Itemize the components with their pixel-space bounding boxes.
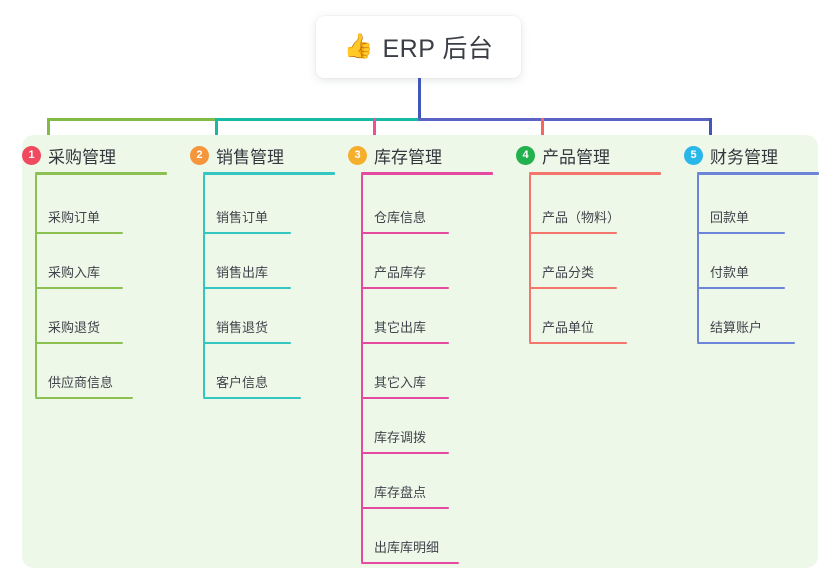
leaf-node-label: 仓库信息: [374, 210, 427, 225]
leaf-node-rule: [529, 287, 617, 289]
leaf-node-label: 销售出库: [216, 265, 269, 280]
leaf-node-rule: [203, 397, 301, 399]
connector-bus-right: [417, 118, 712, 121]
leaf-node-label: 产品库存: [374, 265, 427, 280]
leaf-node-label: 产品单位: [542, 320, 595, 335]
connector-bus-mid: [214, 118, 421, 121]
leaf-node-label: 产品（物料）: [542, 210, 621, 225]
leaf-node-rule: [697, 287, 785, 289]
leaf-node-rule: [697, 232, 785, 234]
leaf-node-rule: [361, 507, 449, 509]
branch-spine: [529, 175, 531, 342]
root-node-title: ERP 后台: [382, 35, 494, 63]
leaf-node-rule: [35, 342, 123, 344]
branch-title: 产品管理: [542, 148, 610, 167]
leaf-node-rule: [361, 342, 449, 344]
connector-trunk: [417, 78, 421, 121]
leaf-node-rule: [203, 287, 291, 289]
branch-spine: [697, 175, 699, 342]
branch-index-badge: 3: [348, 146, 367, 165]
branch-header-3[interactable]: 3 库存管理: [348, 143, 442, 168]
branch-index-badge: 4: [516, 146, 535, 165]
connector-drop-1: [46, 118, 50, 142]
root-node-content: 👍 ERP 后台: [344, 29, 494, 65]
leaf-node-label: 库存调拨: [374, 430, 427, 445]
thumbs-up-icon: 👍: [343, 33, 374, 60]
connector-drop-4: [540, 118, 544, 142]
branch-spine: [203, 175, 205, 397]
branch-index-badge: 5: [684, 146, 703, 165]
leaf-node-label: 库存盘点: [374, 485, 427, 500]
branch-index-badge: 2: [190, 146, 209, 165]
connector-drop-2: [214, 118, 218, 142]
leaf-node-label: 其它出库: [374, 320, 427, 335]
leaf-node-rule: [203, 232, 291, 234]
leaf-node-label: 回款单: [710, 210, 750, 225]
leaf-node-rule: [361, 232, 449, 234]
connector-drop-3: [372, 118, 376, 142]
leaf-node-label: 采购入库: [48, 265, 101, 280]
leaf-node-label: 销售退货: [216, 320, 269, 335]
leaf-node-rule: [361, 562, 459, 564]
leaf-node-label: 付款单: [710, 265, 750, 280]
branch-header-rule: [35, 172, 167, 175]
leaf-node-rule: [361, 452, 449, 454]
leaf-node-rule: [35, 232, 123, 234]
leaf-node-rule: [35, 287, 123, 289]
leaf-node-rule: [203, 342, 291, 344]
branch-header-rule: [361, 172, 493, 175]
leaf-node-rule: [529, 342, 627, 344]
leaf-node-label: 销售订单: [216, 210, 269, 225]
leaf-node-label: 供应商信息: [48, 375, 114, 390]
leaf-node-label: 采购退货: [48, 320, 101, 335]
leaf-node-rule: [697, 342, 795, 344]
connector-bus-left: [46, 118, 218, 121]
leaf-node-label: 出库库明细: [374, 540, 440, 555]
leaf-node-label: 客户信息: [216, 375, 269, 390]
branch-header-5[interactable]: 5 财务管理: [684, 143, 778, 168]
branch-title: 财务管理: [710, 148, 778, 167]
leaf-node-label: 产品分类: [542, 265, 595, 280]
leaf-node-rule: [529, 232, 617, 234]
branch-header-1[interactable]: 1 采购管理: [22, 143, 116, 168]
branch-header-rule: [529, 172, 661, 175]
root-node-erp-backend[interactable]: 👍 ERP 后台: [316, 16, 521, 78]
branch-title: 采购管理: [48, 148, 116, 167]
leaf-node-rule: [35, 397, 133, 399]
leaf-node-rule: [361, 397, 449, 399]
leaf-node-rule: [361, 287, 449, 289]
branch-index-badge: 1: [22, 146, 41, 165]
branch-spine: [361, 175, 363, 562]
branches-panel: 1 采购管理采购订单采购入库采购退货供应商信息 2 销售管理销售订单销售出库销售退货客…: [22, 135, 819, 568]
leaf-node-label: 结算账户: [710, 320, 763, 335]
branch-header-rule: [203, 172, 335, 175]
branch-spine: [35, 175, 37, 397]
leaf-node-label: 采购订单: [48, 210, 101, 225]
branch-header-rule: [697, 172, 819, 175]
branch-header-4[interactable]: 4 产品管理: [516, 143, 610, 168]
leaf-node-label: 其它入库: [374, 375, 427, 390]
branch-header-2[interactable]: 2 销售管理: [190, 143, 284, 168]
branch-title: 库存管理: [374, 148, 442, 167]
branch-title: 销售管理: [216, 148, 284, 167]
connector-drop-5: [708, 118, 712, 142]
